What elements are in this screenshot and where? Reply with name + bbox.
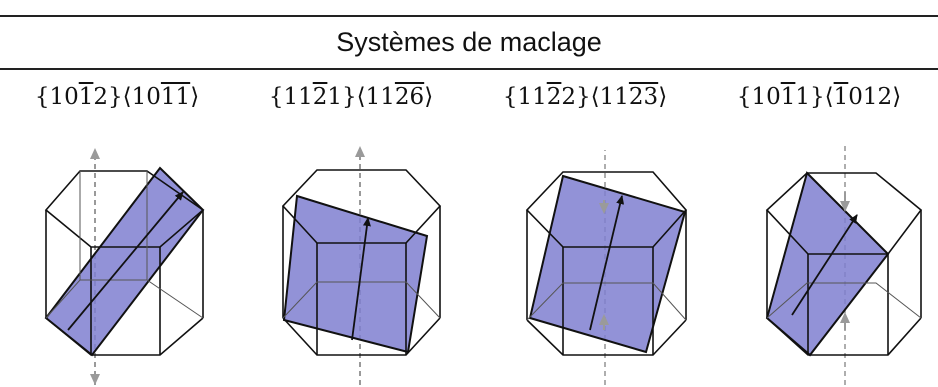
plane-indices-1: 1012 [49, 84, 109, 110]
direction-indices-2: 1126 [365, 84, 425, 110]
twin-direction-1 [67, 191, 184, 331]
label-system-3: {1122}⟨1123⟩ [502, 84, 668, 110]
label-system-2: {1121}⟨1126⟩ [268, 84, 434, 110]
direction-indices-1: 1011 [131, 84, 191, 110]
label-system-4: {1011}⟨1012⟩ [736, 84, 902, 110]
plane-indices-2: 1121 [283, 84, 343, 110]
prism-1 [44, 148, 205, 385]
direction-indices-4: 012 [848, 84, 893, 110]
label-system-1: {1012}⟨1011⟩ [34, 84, 200, 110]
direction-indices-3: 1123 [599, 84, 659, 110]
prism-4 [765, 142, 923, 385]
twin-direction-4 [791, 214, 858, 316]
twin-plane-3 [528, 174, 687, 354]
top-rule [0, 15, 938, 17]
header-rule [0, 68, 938, 70]
twin-direction-2 [351, 217, 371, 341]
prism-3 [525, 150, 688, 385]
prism-2 [281, 146, 442, 385]
twin-direction-3 [589, 195, 625, 331]
plane-indices-4: 1011 [751, 84, 811, 110]
figure-title: Systèmes de maclage [336, 27, 602, 57]
plane-indices-3: 1122 [517, 84, 577, 110]
twin-plane-4 [765, 171, 890, 357]
